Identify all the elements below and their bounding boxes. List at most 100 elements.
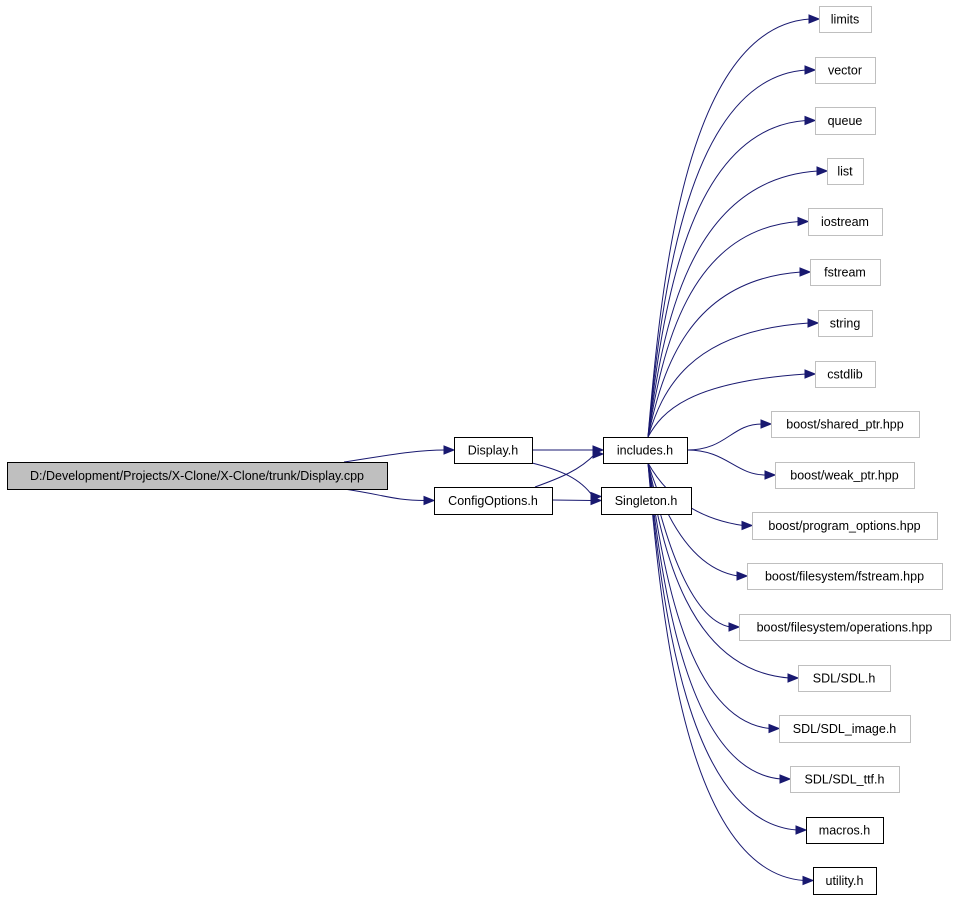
node-utility-h[interactable]: utility.h	[813, 867, 877, 895]
node-label: list	[837, 165, 853, 179]
node-box	[434, 487, 553, 515]
edge-line	[647, 18, 811, 438]
node-fs-fstream[interactable]: boost/filesystem/fstream.hpp	[747, 563, 943, 590]
node-box	[808, 208, 883, 236]
node-label: boost/weak_ptr.hpp	[790, 469, 898, 483]
node-cstdlib[interactable]: cstdlib	[815, 361, 876, 388]
edge-line	[534, 453, 596, 488]
edge-line	[647, 69, 807, 438]
edge-arrowhead	[768, 723, 781, 734]
node-box	[818, 310, 873, 337]
node-includes-h[interactable]: includes.h	[603, 437, 688, 464]
node-box	[752, 512, 938, 540]
node-box	[815, 57, 876, 84]
node-box	[815, 107, 876, 135]
edge-line	[531, 462, 594, 497]
node-label: fstream	[824, 266, 866, 280]
node-display-cpp[interactable]: D:/Development/Projects/X-Clone/X-Clone/…	[7, 462, 388, 490]
edge-includes_h-to-cstdlib	[647, 369, 817, 438]
node-box	[771, 411, 920, 438]
node-label: includes.h	[617, 444, 673, 458]
edge-includes_h-to-weak_ptr	[686, 449, 777, 480]
edge-arrowhead	[808, 14, 821, 24]
edge-arrowhead	[804, 65, 817, 75]
node-box	[806, 817, 884, 844]
node-sdl-ttf[interactable]: SDL/SDL_ttf.h	[790, 766, 900, 793]
edge-line	[551, 499, 593, 501]
node-box	[775, 462, 915, 489]
node-box	[454, 437, 533, 464]
edge-line	[647, 322, 810, 438]
node-box	[810, 259, 881, 286]
node-singleton-h[interactable]: Singleton.h	[601, 487, 692, 515]
edge-line	[647, 271, 802, 438]
edge-arrowhead	[795, 825, 808, 835]
edge-arrowhead	[807, 318, 820, 328]
edge-line	[686, 449, 767, 476]
edge-arrowhead	[816, 166, 829, 176]
node-limits[interactable]: limits	[819, 6, 872, 33]
edge-arrowhead	[802, 875, 815, 886]
node-display-h[interactable]: Display.h	[454, 437, 533, 464]
edge-arrowhead	[799, 267, 812, 277]
node-label: SDL/SDL_image.h	[793, 722, 897, 736]
edge-arrowhead	[779, 774, 792, 784]
edge-includes_h-to-sdl_ttf	[647, 462, 792, 784]
nodes-layer: D:/Development/Projects/X-Clone/X-Clone/…	[7, 6, 951, 895]
edge-arrowhead	[728, 622, 741, 632]
node-label: D:/Development/Projects/X-Clone/X-Clone/…	[30, 469, 364, 483]
edge-includes_h-to-macros_h	[647, 462, 808, 835]
edge-arrowhead	[804, 369, 817, 379]
node-label: vector	[828, 64, 862, 78]
node-label: Display.h	[468, 444, 519, 458]
node-string[interactable]: string	[818, 310, 873, 337]
edge-line	[647, 170, 819, 438]
node-label: string	[830, 317, 861, 331]
edge-arrowhead	[760, 419, 773, 429]
edge-configoptions_h-to-singleton_h	[551, 495, 603, 506]
node-label: iostream	[821, 215, 869, 229]
edge-arrowhead	[787, 673, 800, 683]
node-fs-operations[interactable]: boost/filesystem/operations.hpp	[739, 614, 951, 641]
node-label: SDL/SDL.h	[813, 672, 876, 686]
edge-display_h-to-includes_h	[532, 445, 605, 455]
node-box	[739, 614, 951, 641]
edge-display_cpp-to-display_h	[343, 445, 456, 463]
edge-line	[647, 462, 739, 577]
node-sdl-image[interactable]: SDL/SDL_image.h	[779, 715, 911, 743]
node-box	[7, 462, 388, 490]
edge-arrowhead	[590, 495, 603, 506]
node-list[interactable]: list	[827, 158, 864, 185]
node-iostream[interactable]: iostream	[808, 208, 883, 236]
node-label: limits	[831, 13, 859, 27]
node-box	[815, 361, 876, 388]
node-configoptions-h[interactable]: ConfigOptions.h	[434, 487, 553, 515]
node-fstream[interactable]: fstream	[810, 259, 881, 286]
edge-line	[647, 462, 782, 780]
node-vector[interactable]: vector	[815, 57, 876, 84]
edge-arrowhead	[764, 470, 777, 480]
edge-arrowhead	[423, 495, 436, 506]
edge-line	[343, 488, 426, 501]
node-macros-h[interactable]: macros.h	[806, 817, 884, 844]
node-queue[interactable]: queue	[815, 107, 876, 135]
node-label: boost/shared_ptr.hpp	[786, 418, 903, 432]
edge-includes_h-to-limits	[647, 14, 821, 438]
edges-layer	[343, 14, 829, 886]
edge-arrowhead	[736, 571, 749, 581]
node-sdl[interactable]: SDL/SDL.h	[798, 665, 891, 692]
edge-includes_h-to-utility_h	[647, 462, 815, 886]
node-box	[747, 563, 943, 590]
node-label: cstdlib	[827, 368, 862, 382]
edge-line	[647, 462, 805, 881]
node-label: queue	[828, 114, 863, 128]
node-box	[819, 6, 872, 33]
node-shared-ptr[interactable]: boost/shared_ptr.hpp	[771, 411, 920, 438]
edge-arrowhead	[443, 445, 456, 455]
node-program-options[interactable]: boost/program_options.hpp	[752, 512, 938, 540]
node-weak-ptr[interactable]: boost/weak_ptr.hpp	[775, 462, 915, 489]
edge-configoptions_h-to-includes_h	[534, 449, 605, 488]
node-box	[601, 487, 692, 515]
edge-arrowhead	[741, 520, 754, 531]
